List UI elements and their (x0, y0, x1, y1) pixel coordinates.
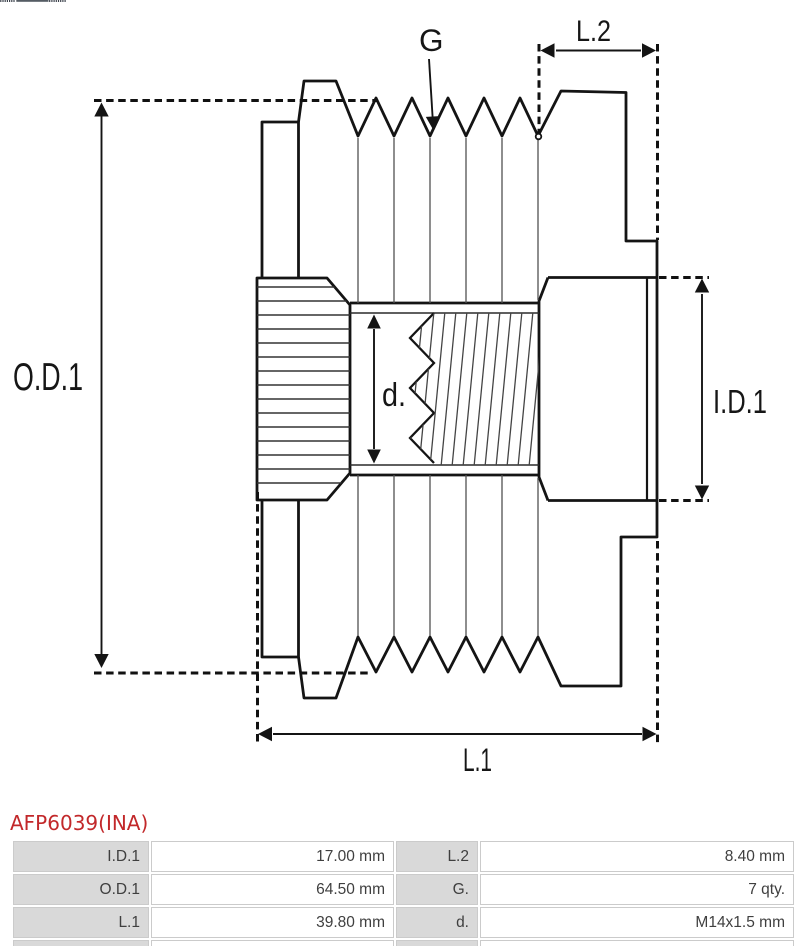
hub-outline (537, 276, 659, 502)
product-code: AFP6039(INA) (10, 811, 149, 835)
spec-value-od1: 64.50 mm (151, 874, 394, 905)
spec-row-3: L.1 39.80 mm d. M14x1.5 mm (13, 907, 794, 938)
spec-label-id1: I.D.1 (13, 841, 149, 872)
l2-dimension-arrow (540, 43, 656, 58)
l1-label: L.1 (463, 742, 492, 778)
spec-value-g: 7 qty. (480, 874, 794, 905)
d-dimension-arrow (367, 314, 381, 464)
spec-row-2: O.D.1 64.50 mm G. 7 qty. (13, 874, 794, 905)
pulley-top-profile (297, 79, 659, 278)
spec-label-d: d. (396, 907, 478, 938)
pulley-left-cap-outline (260, 120, 300, 659)
id1-label: I.D.1 (713, 383, 767, 420)
g-label: G (419, 22, 444, 58)
spec-value-l2: 8.40 mm (480, 841, 794, 872)
spec-row-4-cropped (13, 940, 794, 946)
bore-inner-walls (350, 312, 539, 466)
bore-outer-walls (350, 301, 539, 477)
spec-row-1: I.D.1 17.00 mm L.2 8.40 mm (13, 841, 794, 872)
spec-value-l1: 39.80 mm (151, 907, 394, 938)
logo-fragment-icon (0, 0, 66, 2)
pulley-technical-drawing: G L.2 O.D.1 I.D.1 d. L.1 (0, 0, 767, 778)
groove-valley-lines (357, 138, 539, 636)
thread-zigzag (408, 312, 436, 464)
od1-label: O.D.1 (13, 356, 83, 399)
spec-label-l1: L.1 (13, 907, 149, 938)
d-label: d. (382, 376, 406, 413)
thread-hatch-lines (410, 313, 539, 465)
knurled-collar-outline (255, 276, 352, 502)
valley-point-marker (534, 132, 543, 141)
l1-dimension-arrow (258, 726, 657, 742)
spec-table: I.D.1 17.00 mm L.2 8.40 mm O.D.1 64.50 m… (11, 839, 796, 946)
spec-label-l2: L.2 (396, 841, 478, 872)
id1-dimension-arrow (694, 278, 710, 500)
pulley-bottom-profile (297, 500, 659, 700)
g-leader-arrow (425, 58, 440, 131)
spec-value-d: M14x1.5 mm (480, 907, 794, 938)
spec-label-g: G. (396, 874, 478, 905)
l2-label: L.2 (576, 15, 611, 48)
spec-value-id1: 17.00 mm (151, 841, 394, 872)
spec-label-od1: O.D.1 (13, 874, 149, 905)
od1-dimension-arrow (94, 102, 109, 668)
knurl-lines (257, 286, 350, 484)
